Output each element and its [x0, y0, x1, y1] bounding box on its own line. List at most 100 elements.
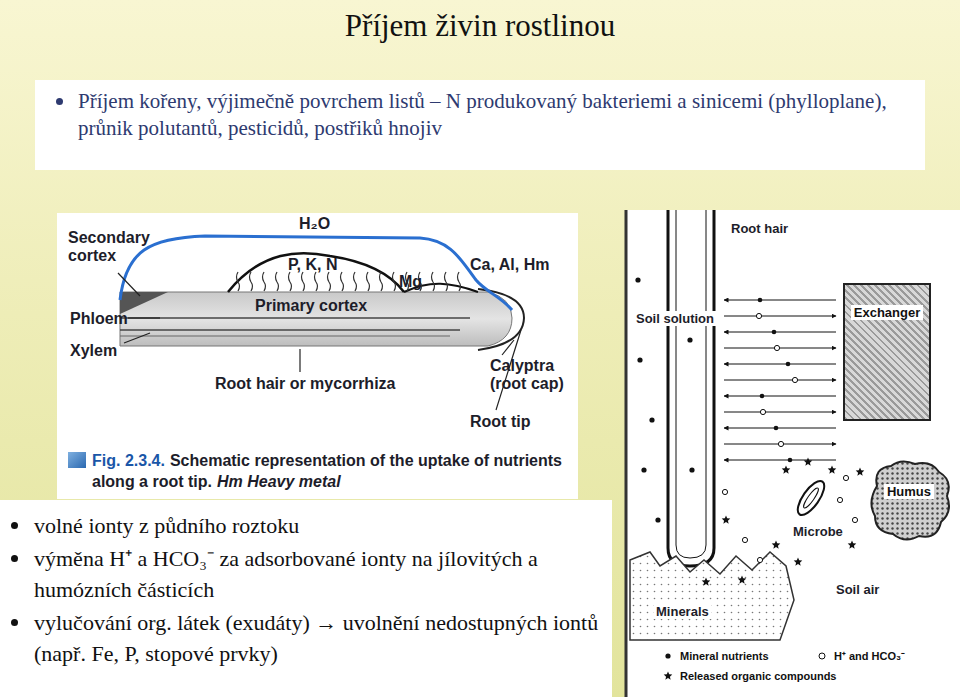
- legend-circle: [819, 653, 825, 659]
- exchange-arrow: [724, 300, 836, 301]
- leader-line: [128, 317, 160, 318]
- proton-circle: [837, 497, 842, 502]
- exchange-arrow: [724, 380, 836, 381]
- mineral-particle: [630, 552, 794, 640]
- root-hair-stroke: [237, 272, 240, 291]
- exchange-arrow: [724, 460, 836, 461]
- root-hair-stroke: [302, 272, 305, 291]
- ion-label: P, K, N: [288, 256, 338, 274]
- figure-icon: [68, 452, 86, 468]
- nutrient-dot: [649, 417, 654, 422]
- organic-compound-star: [782, 466, 791, 474]
- organic-compound-star: [828, 466, 837, 474]
- figure-ground: [57, 213, 578, 499]
- bullet-body: volné ionty z půdního roztoku: [34, 513, 299, 538]
- bullet-mark: [11, 619, 18, 626]
- exchange-arrow: [724, 316, 836, 317]
- exchange-arrow: [724, 412, 836, 413]
- phloem-strand: [120, 317, 470, 319]
- root-hair-stroke: [445, 272, 448, 291]
- root-hair-tube: [668, 210, 714, 566]
- figure-edge: [625, 210, 628, 697]
- part-label: Primary cortex: [255, 297, 367, 315]
- proton-circle: [757, 557, 762, 562]
- part-label: Root tip: [470, 413, 530, 431]
- part-label: Phloem: [70, 310, 128, 328]
- leader-line: [124, 333, 150, 343]
- root-hair-stroke: [367, 272, 370, 291]
- nutrient-dot: [637, 357, 642, 362]
- figure-caption: Fig. 2.3.4.Schematic representation of t…: [92, 450, 574, 492]
- nutrient-dot: [635, 277, 640, 282]
- organic-compound-star: [702, 578, 711, 586]
- organic-compound-star: [664, 672, 673, 680]
- legend-dot: [665, 653, 670, 658]
- bullet-mark: [11, 555, 18, 562]
- nutrient-dot: [760, 394, 765, 399]
- microbe-cell: [793, 477, 829, 519]
- nutrient-dot: [687, 337, 692, 342]
- part-label: Soil air: [834, 582, 881, 597]
- part-label: Soil solution: [634, 311, 716, 326]
- part-label: Minerals: [654, 604, 711, 619]
- organic-compound-star: [848, 541, 857, 549]
- text-panel: Příjem kořeny, výjimečně povrchem listů …: [35, 80, 925, 170]
- exchange-arrow: [724, 428, 836, 429]
- exchange-arrow: [724, 332, 836, 333]
- nutrient-dot: [772, 330, 777, 335]
- humus-outline: [865, 456, 953, 544]
- legend-text: Mineral nutrients: [680, 650, 769, 663]
- root-body: [120, 292, 512, 346]
- xylem-strand: [120, 329, 460, 331]
- bullet-mark: [56, 98, 63, 105]
- nutrient-dot: [786, 362, 791, 367]
- root-hair-stroke: [458, 272, 461, 291]
- proton-circle: [756, 313, 761, 318]
- figure-ground: [625, 210, 960, 697]
- box-label: Humus: [884, 484, 934, 499]
- nutrient-dot: [655, 517, 660, 522]
- caption-text: Fig. 2.3.4.: [92, 452, 165, 469]
- bullet-mark: [11, 522, 18, 529]
- bullet-text: volné ionty z půdního roztoku: [34, 510, 604, 541]
- ion-label: Ca, Al, Hm: [470, 256, 549, 274]
- part-label: Xylem: [70, 342, 117, 360]
- nutrient-dot: [689, 467, 694, 472]
- bullet-text: výměna H⁺ a HCO₃⁻ za adsorbované ionty n…: [34, 543, 604, 605]
- proton-circle: [774, 345, 779, 350]
- organic-compound-star: [794, 558, 803, 566]
- part-label: Root hair: [729, 221, 790, 236]
- exchanger-box: Exchanger: [843, 283, 931, 421]
- nutrient-dot: [758, 298, 763, 303]
- part-label: Secondary cortex: [68, 229, 168, 265]
- organic-compound-star: [738, 576, 747, 584]
- proton-circle: [760, 409, 765, 414]
- xylem-strand: [120, 336, 450, 337]
- proton-circle: [778, 441, 783, 446]
- root-hair-stroke: [432, 272, 435, 291]
- root-hair-stroke: [315, 272, 318, 291]
- root-hair-stroke: [328, 272, 331, 291]
- proton-circle: [792, 377, 797, 382]
- slide-title: Příjem živin rostlinou: [0, 8, 960, 44]
- leader-line: [299, 349, 300, 372]
- root-hair-stroke: [354, 272, 357, 291]
- ion-label: Mg: [399, 273, 422, 291]
- root-hair-stroke: [276, 272, 279, 291]
- proton-circle: [742, 537, 747, 542]
- nutrient-dot: [774, 426, 779, 431]
- leader-line: [502, 340, 514, 355]
- caption-text: Hm Heavy metal: [217, 473, 341, 490]
- part-label: Calyptra (root cap): [490, 357, 576, 393]
- organic-compound-star: [856, 468, 865, 476]
- organic-compound-star: [772, 541, 781, 549]
- root-hair-stroke: [393, 272, 396, 291]
- bullet-text: vylučování org. látek (exudáty) → uvolně…: [34, 607, 604, 669]
- root-hair-stroke: [341, 272, 344, 291]
- legend-text: Released organic compounds: [680, 670, 836, 683]
- root-hairs: [237, 272, 461, 291]
- organic-compound-star: [804, 458, 813, 466]
- proton-circle: [843, 475, 848, 480]
- bullet-text: Příjem kořeny, výjimečně povrchem listů …: [78, 88, 905, 142]
